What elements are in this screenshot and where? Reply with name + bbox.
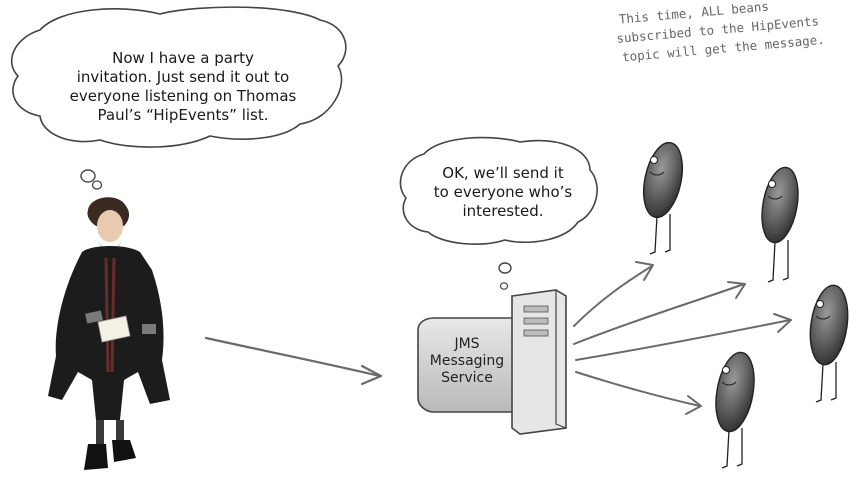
left-thought-line: invitation. Just send it out to [28, 68, 338, 87]
person-figure [48, 197, 170, 470]
arrow-to-jms [206, 338, 381, 384]
thought-dot-small [501, 283, 508, 289]
bean-2 [757, 165, 804, 282]
bean-1 [637, 139, 688, 254]
left-thought-line: Now I have a party [28, 49, 338, 68]
left-thought-line: everyone listening on Thomas [28, 87, 338, 106]
jms-label-line: Messaging [424, 353, 510, 370]
left-thought-line: Paul’s “HipEvents” list. [28, 106, 338, 125]
middle-thought-text: OK, we’ll send it to everyone who’s inte… [418, 164, 588, 221]
jms-label-line: JMS [424, 336, 510, 353]
middle-thought-line: to everyone who’s [418, 183, 588, 202]
jms-box-label: JMS Messaging Service [424, 336, 510, 387]
bean-4 [710, 349, 759, 468]
arrow-to-bean-3 [576, 320, 790, 360]
arrow-to-bean-4 [576, 372, 700, 406]
middle-thought-line: OK, we’ll send it [418, 164, 588, 183]
thought-dot-large [81, 170, 95, 182]
middle-thought-line: interested. [418, 202, 588, 221]
fanout-arrows [574, 262, 791, 414]
jms-label-line: Service [424, 370, 510, 387]
thought-dot-large [499, 263, 511, 273]
bean-3 [806, 283, 853, 402]
left-thought-text: Now I have a party invitation. Just send… [28, 49, 338, 125]
arrow-to-bean-1 [574, 266, 652, 326]
thought-dot-small [93, 181, 102, 189]
